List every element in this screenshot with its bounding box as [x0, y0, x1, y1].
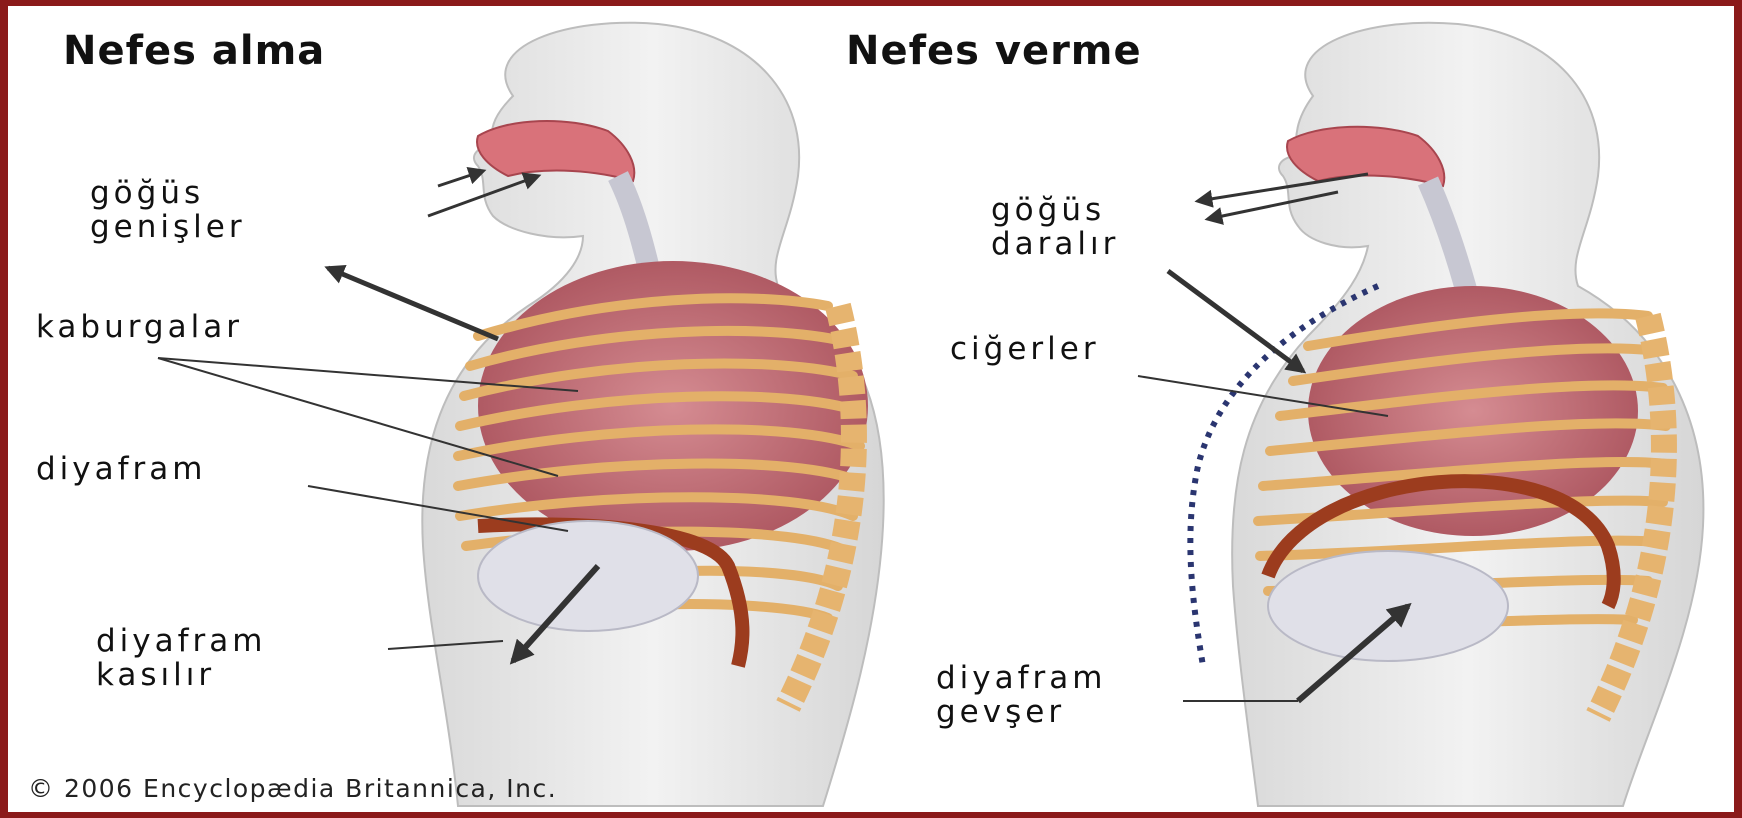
breathing-illustration: [8, 6, 1734, 812]
label-diaphragm-contracts: diyafram kasılır: [96, 624, 267, 692]
exhale-figure: [1138, 23, 1703, 806]
exhale-title: Nefes verme: [846, 28, 1142, 74]
label-diaphragm-relaxes-line1: diyafram: [936, 661, 1107, 695]
label-lungs: ciğerler: [950, 332, 1100, 366]
label-ribs: kaburgalar: [36, 310, 243, 344]
label-chest-narrows: göğüs daralır: [991, 193, 1119, 261]
label-chest-expands: göğüs genişler: [90, 176, 246, 244]
label-diaphragm-contracts-line2: kasılır: [96, 658, 267, 692]
inhale-figure: [158, 23, 884, 806]
copyright-notice: © 2006 Encyclopædia Britannica, Inc.: [28, 774, 557, 803]
inhale-title: Nefes alma: [63, 28, 325, 74]
label-diaphragm-contracts-line1: diyafram: [96, 624, 267, 658]
exhale-abdomen: [1268, 551, 1508, 661]
label-chest-narrows-line1: göğüs: [991, 193, 1119, 227]
diagram-panel: Nefes alma Nefes verme göğüs genişler ka…: [8, 6, 1734, 812]
label-chest-narrows-line2: daralır: [991, 227, 1119, 261]
chest-expands-arrow: [328, 268, 498, 339]
label-diaphragm: diyafram: [36, 452, 207, 486]
label-chest-line2: genişler: [90, 210, 246, 244]
label-diaphragm-relaxes: diyafram gevşer: [936, 661, 1107, 729]
label-diaphragm-relaxes-line2: gevşer: [936, 695, 1107, 729]
inhale-airflow-arrow: [438, 171, 483, 186]
chest-narrows-arrow: [1168, 271, 1303, 371]
label-chest-line1: göğüs: [90, 176, 246, 210]
